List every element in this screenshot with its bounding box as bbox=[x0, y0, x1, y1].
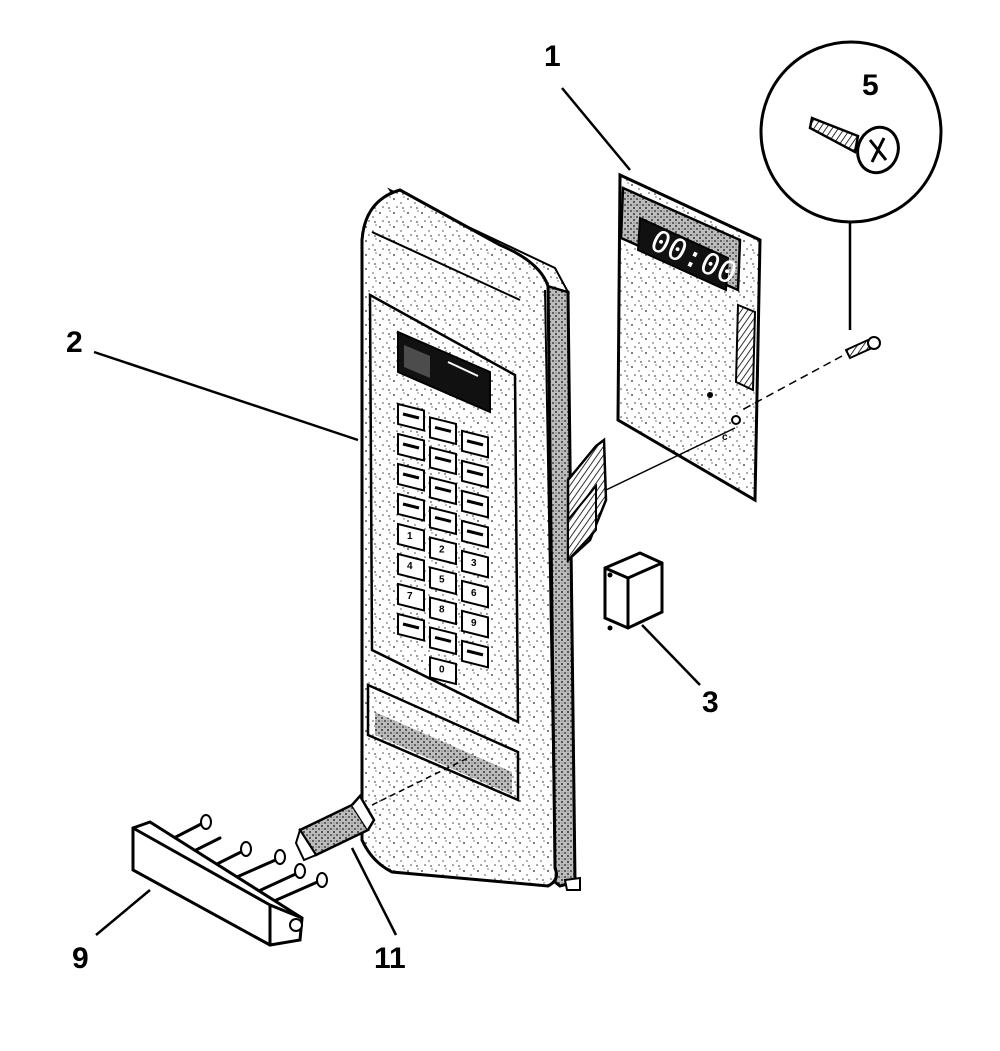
callout-9: 9 bbox=[72, 942, 89, 975]
keypad-key-marking bbox=[466, 469, 484, 477]
leader-line-9 bbox=[95, 889, 151, 936]
keypad-key-marking bbox=[402, 502, 420, 510]
assembly-line-screw bbox=[741, 355, 843, 411]
keypad-key bbox=[461, 549, 489, 579]
keypad-key bbox=[429, 566, 457, 596]
assembly-line-board bbox=[605, 427, 736, 491]
callout-5: 5 bbox=[862, 69, 879, 102]
assembly-line-spring bbox=[371, 756, 471, 806]
keypad-number-label: 6 bbox=[471, 588, 477, 599]
keypad-key-marking bbox=[466, 649, 484, 657]
keypad-key bbox=[429, 596, 457, 626]
leader-line-2 bbox=[93, 350, 359, 442]
door-release-button bbox=[131, 814, 328, 947]
keypad-number-label: 7 bbox=[407, 591, 413, 602]
control-circuit-board: 00:00 c bbox=[616, 172, 762, 503]
keypad-key-marking bbox=[402, 442, 420, 450]
keypad-key-marking bbox=[434, 515, 452, 523]
leader-line-11 bbox=[350, 847, 398, 936]
keypad-key-marking bbox=[402, 472, 420, 480]
keypad-number-label: 9 bbox=[471, 618, 477, 629]
spring-part bbox=[294, 793, 376, 862]
callout-2: 2 bbox=[66, 326, 83, 359]
keypad-key bbox=[461, 579, 489, 609]
panel-display-window bbox=[397, 330, 491, 414]
keypad-key bbox=[397, 522, 425, 552]
keypad-number-label: 3 bbox=[471, 558, 477, 569]
ribbon-cable bbox=[566, 437, 608, 563]
keypad-key bbox=[429, 656, 457, 686]
keypad-key-marking bbox=[402, 412, 420, 420]
screw-part bbox=[844, 336, 881, 360]
keypad-key-marking bbox=[466, 439, 484, 447]
board-marking: c bbox=[722, 432, 728, 443]
leader-line-1 bbox=[561, 87, 631, 171]
keypad-key-marking bbox=[434, 425, 452, 433]
keypad-number-label: 0 bbox=[439, 664, 445, 675]
keypad-key bbox=[397, 582, 425, 612]
screw-detail-circle bbox=[759, 40, 943, 330]
keypad-number-label: 8 bbox=[439, 604, 445, 615]
keypad-key-marking bbox=[402, 622, 420, 630]
keypad-key bbox=[461, 609, 489, 639]
callout-1: 1 bbox=[544, 40, 561, 73]
keypad-key-marking bbox=[434, 455, 452, 463]
keypad-key-marking bbox=[434, 635, 452, 643]
keypad-key-marking bbox=[466, 499, 484, 507]
callout-3: 3 bbox=[702, 686, 719, 719]
leader-line-3 bbox=[641, 624, 701, 686]
keypad-key-marking bbox=[434, 485, 452, 493]
keypad-number-label: 1 bbox=[407, 531, 413, 542]
bracket-part bbox=[603, 551, 664, 631]
callout-11: 11 bbox=[374, 942, 406, 975]
keypad-key bbox=[397, 552, 425, 582]
keypad-number-label: 4 bbox=[407, 561, 413, 572]
keypad-number-label: 2 bbox=[439, 544, 445, 555]
keypad: 1 2 3 4 5 6 7 8 9 0 bbox=[397, 402, 489, 686]
keypad-key-marking bbox=[466, 529, 484, 537]
keypad-key bbox=[429, 536, 457, 566]
keypad-number-label: 5 bbox=[439, 574, 445, 585]
